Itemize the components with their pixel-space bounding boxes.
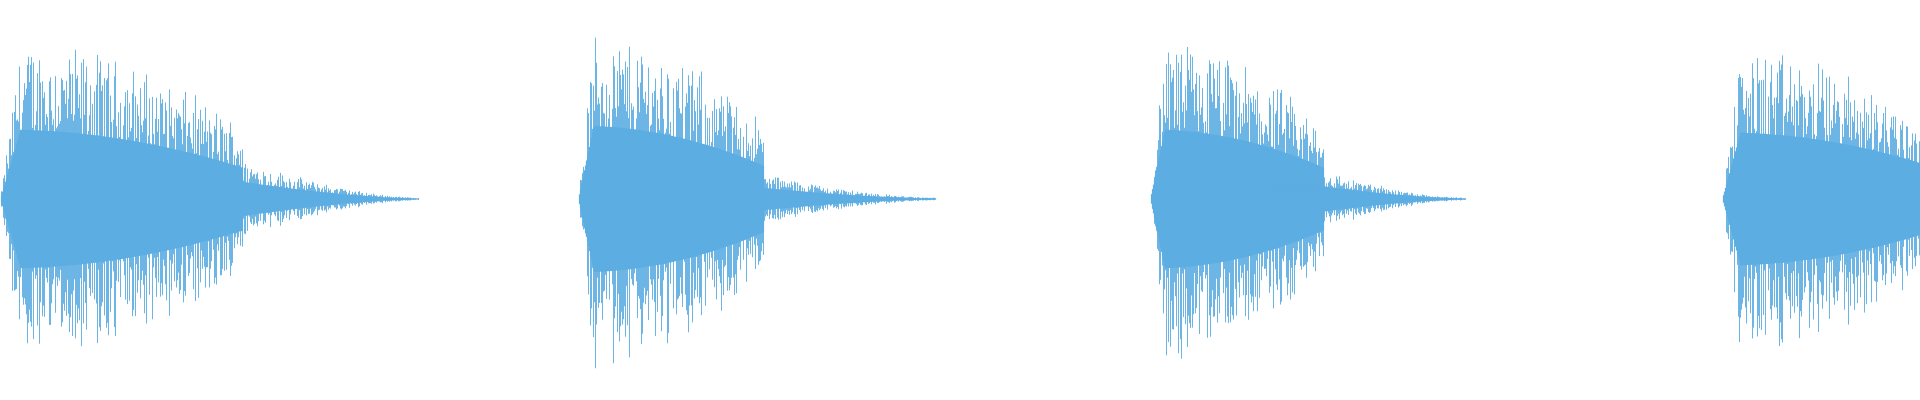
waveform-burst-peaks: [1, 49, 419, 347]
waveform-burst-peaks: [1151, 47, 1466, 359]
waveform-burst-peaks: [579, 37, 936, 369]
waveform-burst-4: [1722, 55, 1920, 346]
waveform-burst-peaks: [1723, 55, 1920, 346]
waveform-burst-3: [1150, 47, 1467, 359]
waveform-burst-1: [0, 49, 420, 347]
waveform-burst-2: [578, 37, 937, 369]
